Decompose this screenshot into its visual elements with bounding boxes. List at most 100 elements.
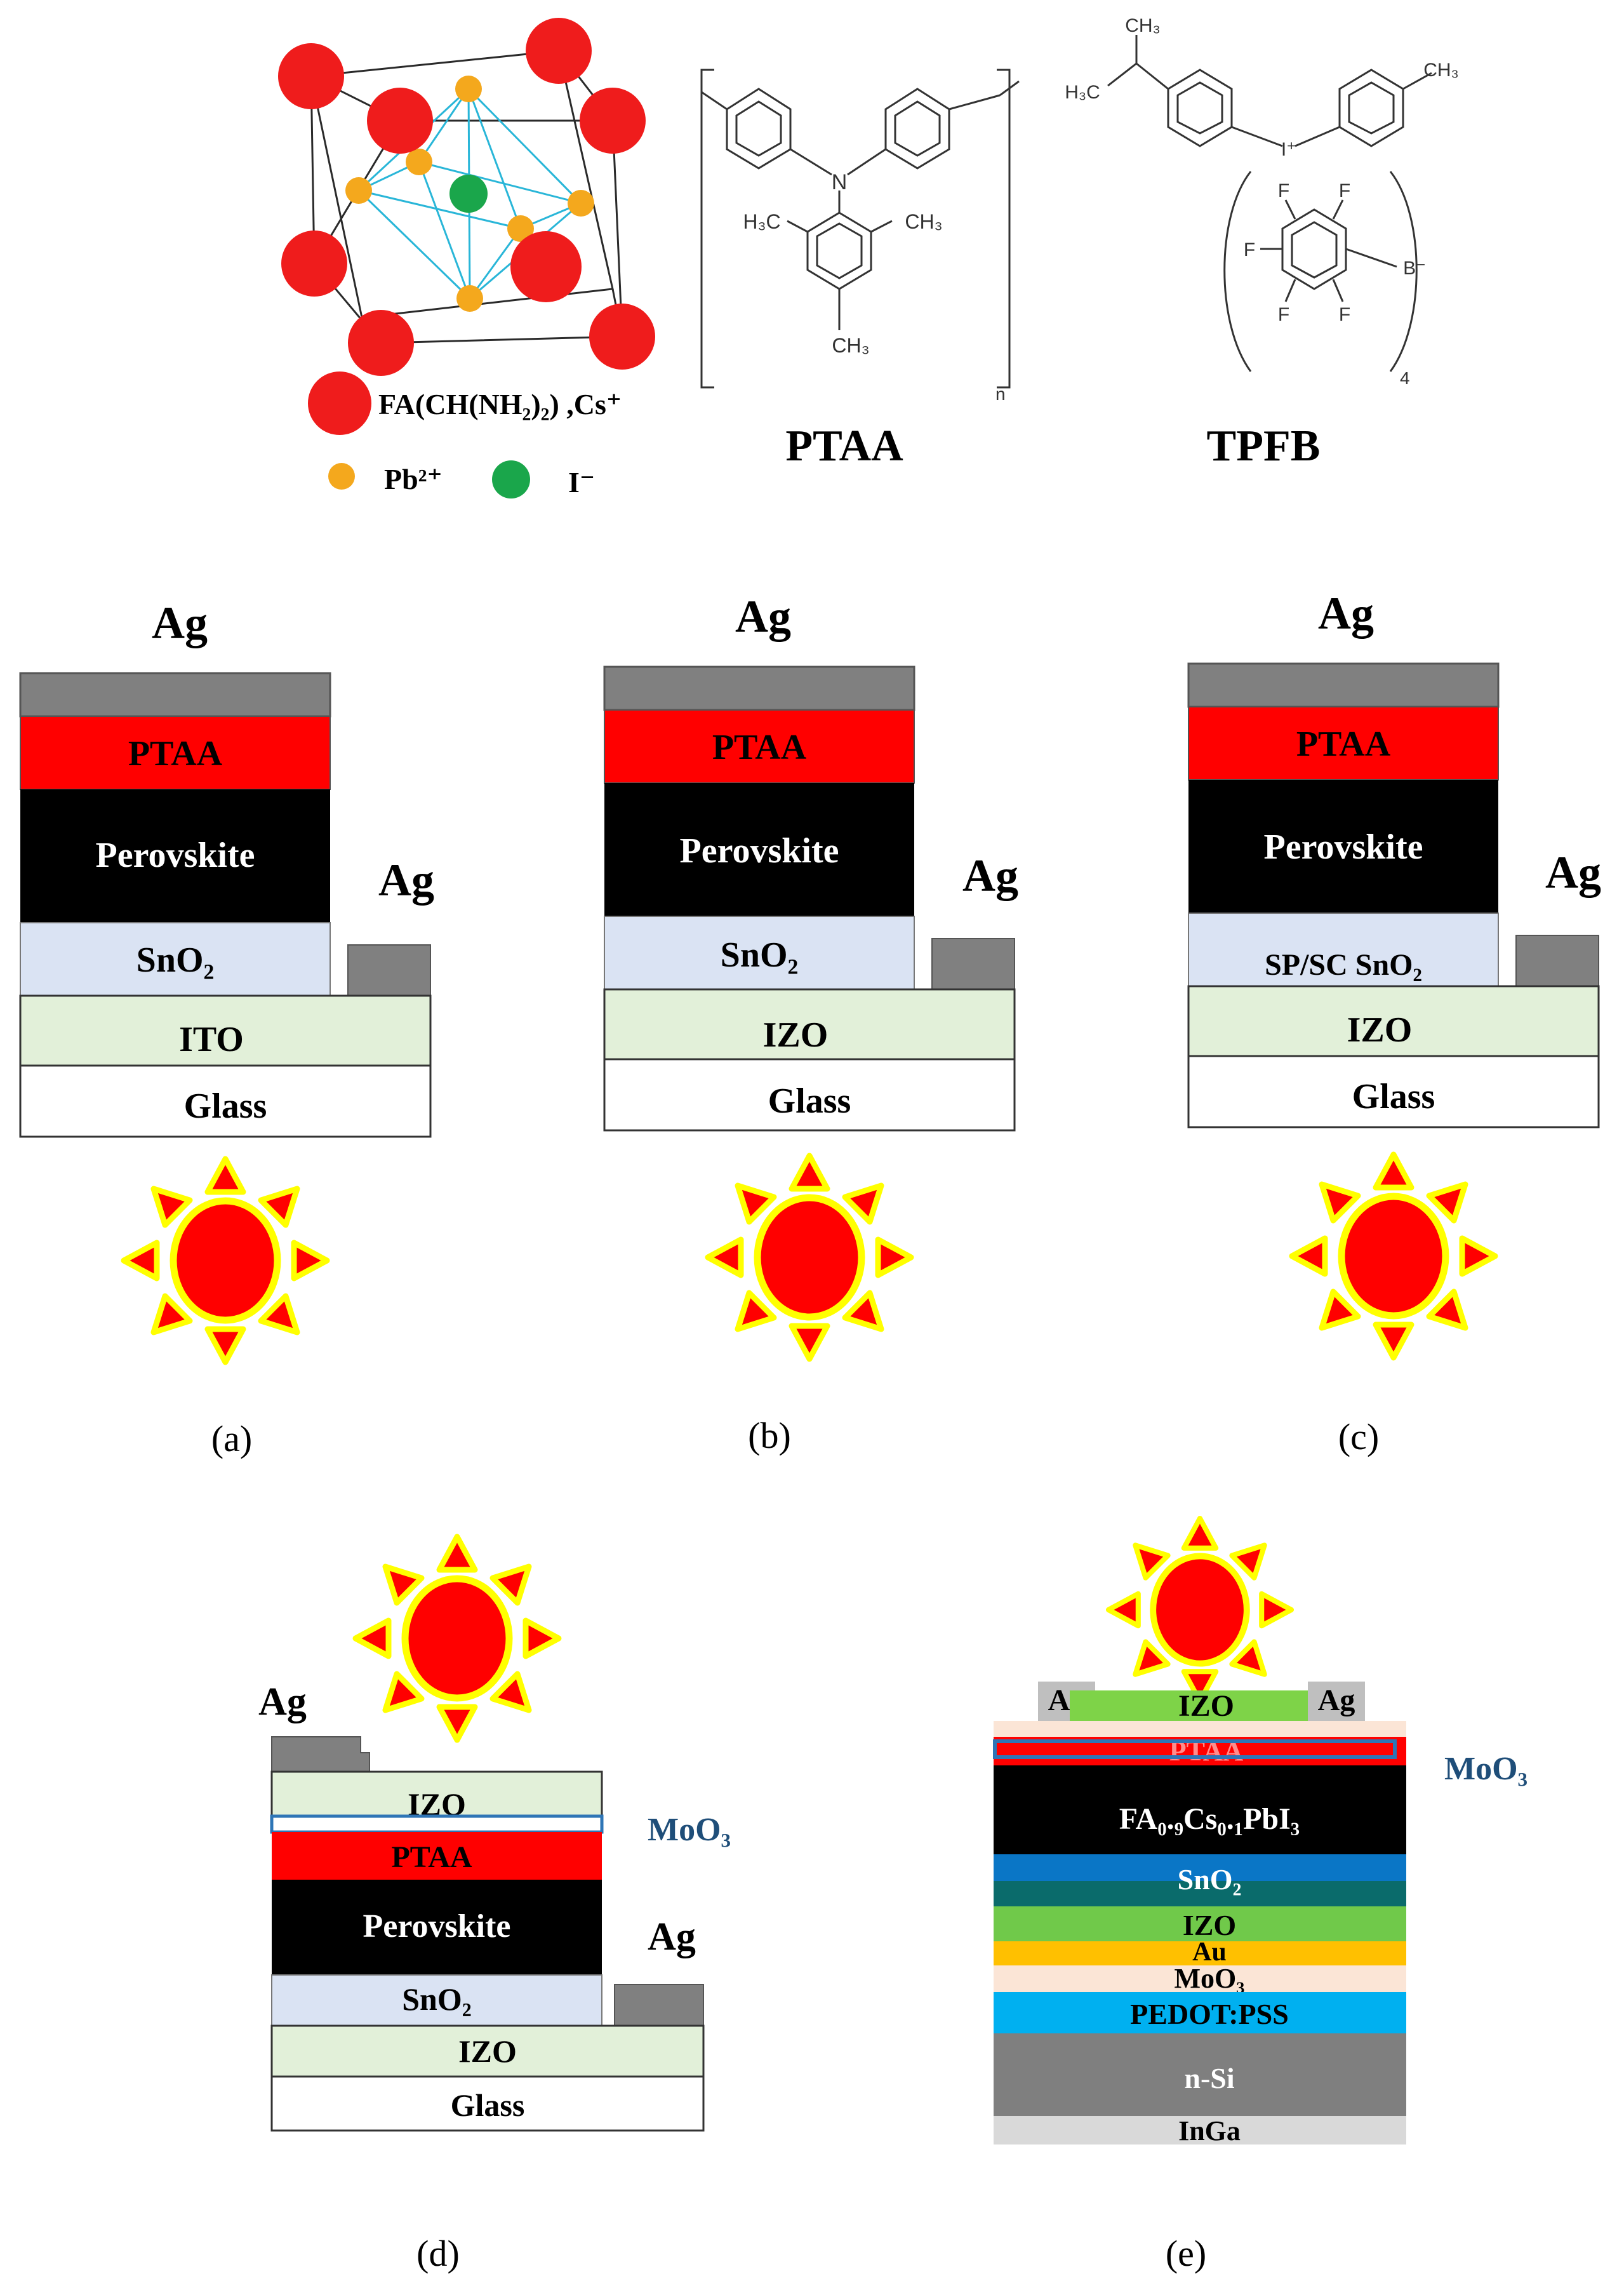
panel-c-top-ag-label: Ag xyxy=(1318,588,1374,639)
panel-b-caption: (b) xyxy=(748,1415,791,1456)
panel-b-perovskite-layer xyxy=(604,783,914,916)
panel-c-caption: (c) xyxy=(1338,1416,1379,1457)
tpfb-methyl-top: CH₃ xyxy=(1125,15,1161,36)
panel-b-glass-label: Glass xyxy=(768,1081,851,1121)
panel-e-moo3-bottom-label: MoO₃ xyxy=(1175,1963,1245,1994)
panel-a-ag-top-contact xyxy=(19,672,331,718)
tpfb-f-bottom-right: F xyxy=(1339,304,1350,325)
panel-d-izo-bottom-label: IZO xyxy=(458,2033,517,2069)
device-stack-d: Ag IZO MoO₃ PTAA Perovskite SnO₂ Ag IZO … xyxy=(258,1537,731,2274)
panel-d-sno2-layer xyxy=(271,1974,602,2026)
ptaa-structure xyxy=(700,69,1020,389)
panel-e-au-label: Au xyxy=(1192,1937,1227,1967)
panel-a-ito-layer xyxy=(19,994,432,1067)
lead-legend-label: Pb²⁺ xyxy=(384,463,443,495)
panel-d-ptaa-label: PTAA xyxy=(391,1840,472,1874)
panel-c-ag-top-contact xyxy=(1187,662,1500,708)
panel-b-perovskite-label: Perovskite xyxy=(680,831,839,871)
panel-b-ag-side-contact xyxy=(931,938,1015,990)
panel-e-sno2-label: SnO₂ xyxy=(1178,1863,1242,1896)
tpfb-iodonium: I⁺ xyxy=(1281,139,1296,160)
iodide-legend-swatch xyxy=(492,460,530,498)
panel-e-inga-layer xyxy=(994,2116,1406,2144)
panel-e-sno2-lower-band xyxy=(994,1881,1406,1906)
panel-c-ptaa-label: PTAA xyxy=(1296,725,1391,764)
tpfb-f-top-left: F xyxy=(1278,180,1289,201)
panel-e-buffer-layer xyxy=(994,1721,1406,1737)
panel-b-sno2-label: SnO₂ xyxy=(721,935,799,975)
ptaa-methyl-right: CH₃ xyxy=(905,210,942,233)
lead-legend-swatch xyxy=(328,463,355,490)
panel-a-sun-icon xyxy=(124,1159,327,1362)
panel-c-glass-label: Glass xyxy=(1352,1077,1435,1116)
panel-e-izo-top-layer xyxy=(1070,1690,1308,1721)
perovskite-crystal-structure xyxy=(278,18,655,376)
panel-e-moo3-layer xyxy=(993,1739,1397,1759)
panel-c-ag-side-contact xyxy=(1515,935,1599,987)
panel-d-moo3-layer xyxy=(270,1814,604,1834)
ptaa-labels: N H₃C CH₃ CH₃ n PTAA xyxy=(743,170,1005,471)
panel-c-perovskite-label: Perovskite xyxy=(1264,827,1423,867)
panel-e-perovskite-label: FA₀.₉Cs₀.₁PbI₃ xyxy=(1119,1802,1300,1836)
panel-e-au-layer xyxy=(994,1941,1406,1965)
panel-a-top-ag-label: Ag xyxy=(152,598,208,648)
panel-c-glass-layer xyxy=(1187,1055,1600,1128)
panel-b-ag-top-contact xyxy=(603,666,915,711)
panel-d-perovskite-label: Perovskite xyxy=(363,1908,511,1944)
panel-e-pedot-label: PEDOT:PSS xyxy=(1130,1998,1289,2030)
panel-c-sun-icon xyxy=(1292,1154,1495,1358)
ptaa-methyl-left: H₃C xyxy=(743,210,780,233)
panel-b-ptaa-label: PTAA xyxy=(712,728,807,767)
panel-b-ptaa-layer xyxy=(604,709,915,784)
tpfb-name: TPFB xyxy=(1207,422,1321,471)
panel-a-caption: (a) xyxy=(211,1418,252,1459)
panel-d-glass-label: Glass xyxy=(451,2087,525,2123)
panel-d-caption: (d) xyxy=(416,2233,460,2274)
panel-d-top-ag-label: Ag xyxy=(258,1680,307,1723)
panel-e-pedot-layer xyxy=(994,1992,1406,2033)
tpfb-methyl-right: CH₃ xyxy=(1423,60,1459,81)
panel-d-ag-side-contact xyxy=(614,1984,704,2026)
tpfb-f-top-right: F xyxy=(1339,180,1350,201)
panel-d-moo3-label: MoO₃ xyxy=(648,1812,731,1848)
panel-e-moo3-label: MoO₃ xyxy=(1444,1751,1527,1787)
tpfb-boron: B⁻ xyxy=(1403,258,1426,279)
panel-e-nsi-layer xyxy=(994,2033,1406,2116)
ptaa-name: PTAA xyxy=(785,422,903,471)
device-stack-a: Ag PTAA Perovskite SnO₂ Ag ITO Glass (a) xyxy=(19,598,434,1459)
cation-legend-label: FA(CH(NH₂)₂) ,Cs⁺ xyxy=(378,388,622,420)
panel-a-perovskite-layer xyxy=(20,789,330,923)
tpfb-structure xyxy=(1107,35,1432,372)
panel-e-caption: (e) xyxy=(1166,2233,1206,2274)
panel-b-side-ag-label: Ag xyxy=(962,850,1018,901)
panel-b-izo-layer xyxy=(603,988,1016,1061)
panel-e-inga-label: InGa xyxy=(1178,2115,1241,2146)
panel-d-izo-bottom-layer xyxy=(270,2024,705,2078)
device-stack-b: Ag PTAA Perovskite SnO₂ Ag IZO Glass (b) xyxy=(603,591,1018,1456)
panel-a-glass-layer xyxy=(19,1064,432,1138)
panel-c-side-ag-label: Ag xyxy=(1545,847,1601,898)
panel-a-glass-label: Glass xyxy=(184,1087,267,1126)
ptaa-n-atom: N xyxy=(832,170,848,194)
panel-b-top-ag-label: Ag xyxy=(735,591,791,642)
panel-d-perovskite-layer xyxy=(272,1880,602,1975)
panel-c-sno2-label: SP/SC SnO₂ xyxy=(1265,948,1422,982)
tpfb-f-left: F xyxy=(1244,239,1255,260)
panel-e-nsi-label: n-Si xyxy=(1184,2062,1234,2094)
panel-e-ag-right-label: Ag xyxy=(1318,1683,1355,1717)
ptaa-methyl-bottom: CH₃ xyxy=(832,334,869,357)
panel-d-ag-top-contact xyxy=(271,1736,370,1772)
crystal-legend: FA(CH(NH₂)₂) ,Cs⁺ Pb²⁺ I⁻ xyxy=(308,371,622,498)
panel-e-sun-icon xyxy=(1108,1518,1291,1701)
panel-b-izo-label: IZO xyxy=(763,1015,829,1055)
iodide-legend-label: I⁻ xyxy=(568,466,595,498)
panel-d-side-ag-label: Ag xyxy=(648,1915,696,1958)
panel-e-moo3-bottom-layer xyxy=(994,1965,1406,1992)
panel-d-sun-icon xyxy=(356,1537,559,1740)
cation-legend-swatch xyxy=(308,371,371,435)
tpfb-methyl-left: H₃C xyxy=(1065,82,1100,103)
device-stack-e: Ag Ag IZO PTAA MoO₃ FA₀.₉Cs₀.₁PbI₃ SnO₂ … xyxy=(993,1518,1527,2274)
panel-a-side-ag-label: Ag xyxy=(378,855,434,906)
ptaa-repeat-index: n xyxy=(995,384,1006,404)
